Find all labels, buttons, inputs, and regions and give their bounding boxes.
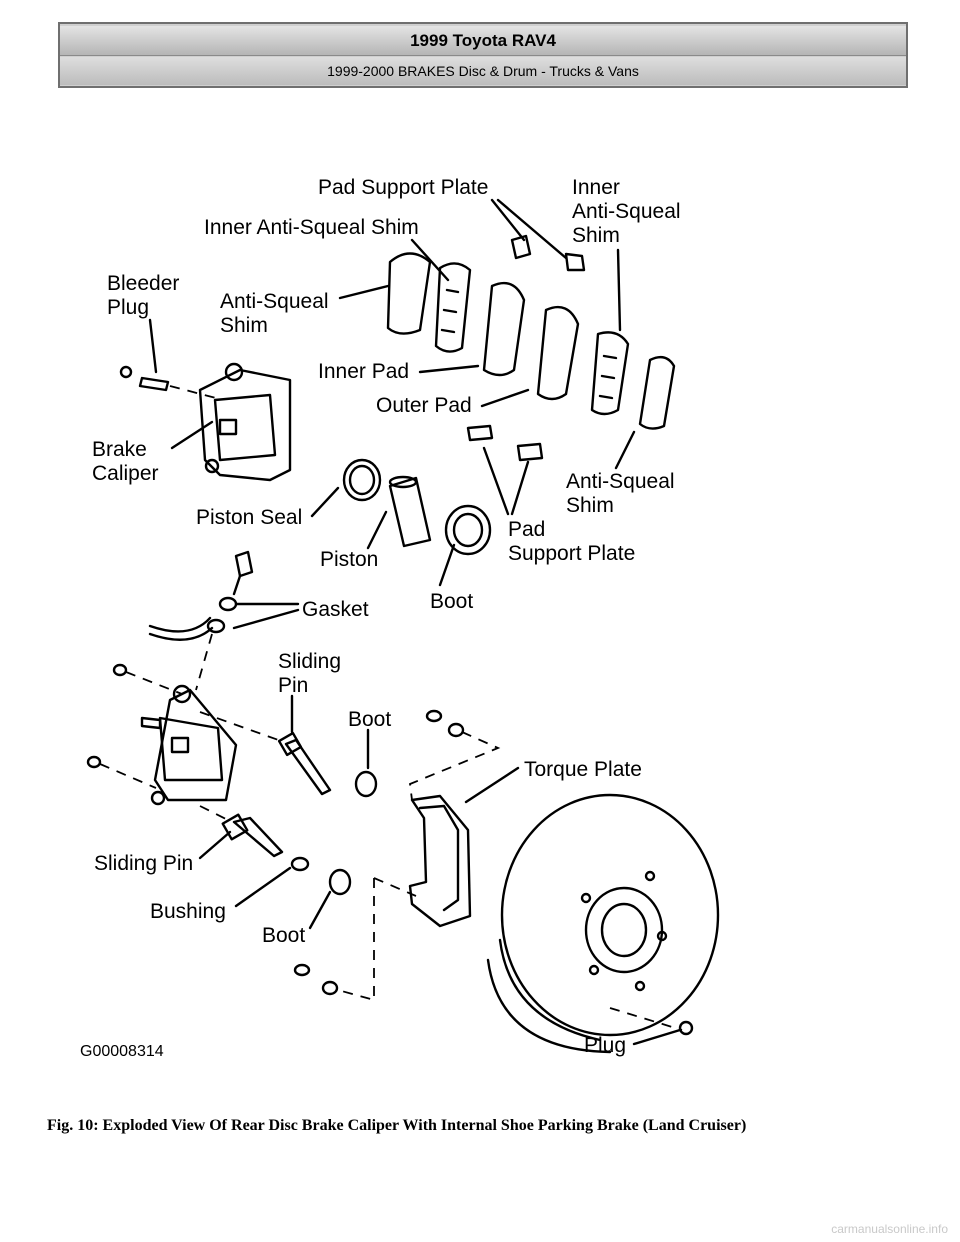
label-torque-plate: Torque Plate — [524, 758, 642, 781]
document-subtitle: 1999-2000 BRAKES Disc & Drum - Trucks & … — [60, 57, 906, 85]
label-bushing: Bushing — [150, 900, 226, 923]
label-brake-caliper-line2: Caliper — [92, 462, 159, 485]
label-pad-support-plate-top: Pad Support Plate — [318, 176, 488, 199]
exploded-view-diagram: Pad Support Plate Inner Anti-Squeal Shim… — [80, 176, 720, 1060]
label-bleeder-plug-line1: Bleeder — [107, 272, 179, 295]
label-gasket: Gasket — [302, 598, 369, 621]
label-sliding-pin-top-line1: Sliding — [278, 650, 341, 673]
label-boot-upper: Boot — [430, 590, 473, 613]
label-anti-squeal-shim-left-line2: Shim — [220, 314, 268, 337]
label-boot-lower: Boot — [262, 924, 305, 947]
label-outer-pad: Outer Pad — [376, 394, 472, 417]
label-piston-seal: Piston Seal — [196, 506, 302, 529]
label-inner-anti-squeal-shim-top-line1: Inner — [572, 176, 620, 199]
figure-id: G00008314 — [80, 1043, 164, 1060]
figure-caption: Fig. 10: Exploded View Of Rear Disc Brak… — [47, 1117, 747, 1134]
label-pad-support-plate-bottom-line1: Pad — [508, 518, 545, 541]
label-inner-anti-squeal-shim-left: Inner Anti-Squeal Shim — [204, 216, 419, 239]
document-header: 1999 Toyota RAV4 1999-2000 BRAKES Disc &… — [58, 22, 908, 88]
label-plug: Plug — [584, 1034, 626, 1057]
document-title: 1999 Toyota RAV4 — [60, 26, 906, 56]
label-anti-squeal-shim-right-line2: Shim — [566, 494, 614, 517]
watermark: carmanualsonline.info — [831, 1222, 948, 1236]
label-inner-anti-squeal-shim-top-line3: Shim — [572, 224, 620, 247]
label-boot-middle: Boot — [348, 708, 391, 731]
label-piston: Piston — [320, 548, 378, 571]
label-anti-squeal-shim-right-line1: Anti-Squeal — [566, 470, 675, 493]
label-bleeder-plug-line2: Plug — [107, 296, 149, 319]
label-inner-pad: Inner Pad — [318, 360, 409, 383]
label-pad-support-plate-bottom-line2: Support Plate — [508, 542, 635, 565]
label-inner-anti-squeal-shim-top-line2: Anti-Squeal — [572, 200, 681, 223]
label-sliding-pin-bottom: Sliding Pin — [94, 852, 193, 875]
label-sliding-pin-top-line2: Pin — [278, 674, 308, 697]
label-brake-caliper-line1: Brake — [92, 438, 147, 461]
label-anti-squeal-shim-left-line1: Anti-Squeal — [220, 290, 329, 313]
